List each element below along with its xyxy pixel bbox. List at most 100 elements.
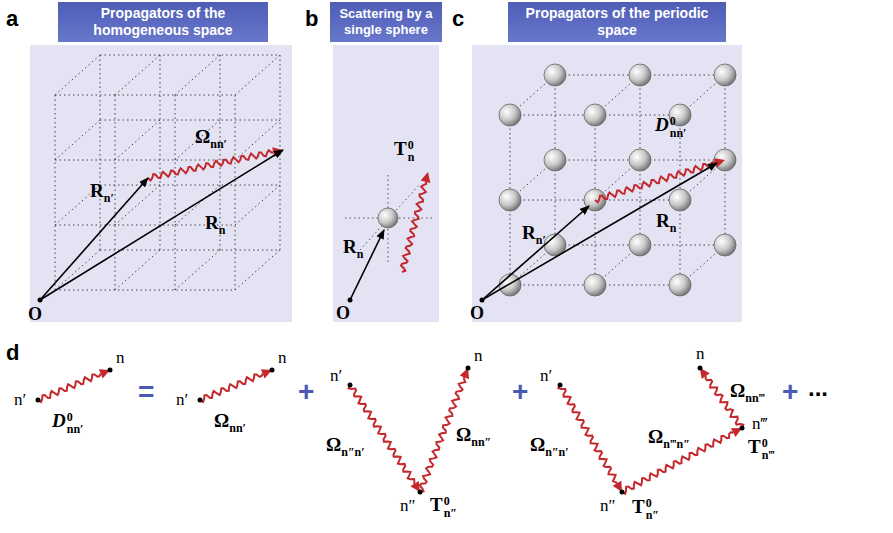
header-text: Scattering by a single sphere bbox=[336, 6, 436, 37]
index-stack: 0n″ bbox=[646, 497, 659, 521]
symbol-label: Ωnn‴ bbox=[730, 380, 765, 406]
symbol-label: T0n bbox=[394, 138, 414, 163]
header-text: Propagators of the homogeneous space bbox=[64, 5, 262, 39]
lattice-line bbox=[55, 250, 100, 290]
lattice-line bbox=[100, 55, 101, 250]
symbol-label: T0n″ bbox=[632, 496, 659, 521]
point-label: ... bbox=[808, 374, 828, 402]
subscript: n″n′ bbox=[341, 445, 364, 459]
lattice-line bbox=[235, 120, 280, 160]
lattice-sphere bbox=[584, 104, 606, 126]
point-label: n′ bbox=[540, 366, 552, 386]
index-stack: 0nn′ bbox=[670, 115, 687, 139]
symbol-letter: T bbox=[430, 494, 443, 515]
lattice-line bbox=[55, 290, 235, 291]
lattice-sphere bbox=[629, 149, 651, 171]
symbol-label: Ωnn′ bbox=[214, 410, 246, 436]
symbol-letter: Ω bbox=[195, 126, 210, 147]
lattice-line bbox=[115, 95, 116, 290]
point-label: n″ bbox=[600, 496, 616, 516]
subscript: n bbox=[408, 151, 415, 163]
point-label: O bbox=[470, 303, 484, 324]
symbol-letter: Ω bbox=[730, 380, 745, 401]
point-label: O bbox=[336, 303, 350, 324]
subscript: n′ bbox=[104, 191, 114, 205]
symbol-letter: T bbox=[748, 436, 761, 457]
superscript: 0 bbox=[408, 139, 415, 151]
subscript: nn′ bbox=[210, 137, 227, 151]
lattice-line bbox=[55, 160, 235, 161]
lattice-sphere bbox=[669, 189, 691, 211]
header-text: Propagators of the periodic space bbox=[514, 5, 720, 39]
superscript: 0 bbox=[646, 497, 659, 509]
sphere bbox=[345, 175, 432, 262]
lattice-line bbox=[100, 250, 280, 251]
panel-header: Scattering by a single sphere bbox=[330, 2, 442, 42]
symbol-label: Rn bbox=[656, 210, 676, 236]
lattice-sphere bbox=[499, 189, 521, 211]
lattice-line bbox=[235, 185, 280, 225]
symbol-label: D0nn′ bbox=[52, 410, 83, 435]
lattice-line bbox=[175, 55, 220, 95]
position-vectors bbox=[40, 150, 717, 300]
subscript: n‴n″ bbox=[663, 437, 690, 451]
wavy-propagator bbox=[595, 162, 715, 202]
symbol-letter: T bbox=[632, 496, 645, 517]
point-label: n bbox=[474, 346, 483, 366]
wavy-propagator bbox=[349, 385, 415, 484]
lattice-line bbox=[100, 55, 280, 56]
subscript: n bbox=[219, 223, 226, 237]
lattice-line bbox=[100, 185, 280, 186]
lattice-sphere bbox=[544, 64, 566, 86]
wavy-propagator bbox=[401, 182, 426, 272]
lattice-line bbox=[235, 55, 280, 95]
symbol-letter: R bbox=[522, 222, 536, 243]
lattice-sphere bbox=[499, 274, 521, 296]
panel-letter: c bbox=[452, 6, 464, 32]
wavy-propagator bbox=[38, 374, 101, 402]
symbol-letter: Ω bbox=[456, 424, 471, 445]
wavy-propagator bbox=[558, 385, 617, 483]
panel-ground bbox=[472, 45, 742, 322]
symbol-label: Rn bbox=[205, 212, 225, 238]
symbol-letter: Ω bbox=[530, 434, 545, 455]
symbol-letter: R bbox=[205, 212, 219, 233]
subscript: n′ bbox=[536, 233, 546, 247]
panel-letter: b bbox=[305, 6, 318, 32]
wavy-propagator bbox=[622, 432, 733, 493]
point-label: n′ bbox=[330, 366, 342, 386]
symbol-label: Ωn″n′ bbox=[530, 434, 569, 460]
panel-letter: a bbox=[6, 6, 18, 32]
subscript: n bbox=[357, 247, 364, 261]
symbol-letter: Ω bbox=[214, 410, 229, 431]
symbol-letter: R bbox=[343, 236, 357, 257]
index-stack: 0nn′ bbox=[67, 411, 84, 435]
lattice-line bbox=[220, 55, 221, 250]
panel-letter: d bbox=[6, 340, 19, 366]
point-label: n bbox=[696, 344, 705, 364]
lattice-line bbox=[115, 250, 160, 290]
superscript: 0 bbox=[762, 437, 775, 449]
lattice-sphere bbox=[714, 234, 736, 256]
point-label: n bbox=[116, 348, 125, 368]
wavy-propagator bbox=[148, 150, 273, 180]
lattice-line bbox=[235, 95, 236, 290]
lattice-sphere bbox=[629, 64, 651, 86]
point-label: n′ bbox=[176, 390, 188, 410]
lattice-line bbox=[55, 95, 235, 96]
subscript: nn‴ bbox=[745, 391, 765, 405]
operator: + bbox=[782, 376, 798, 408]
lattice-sphere bbox=[669, 104, 691, 126]
subscript: nn′ bbox=[67, 423, 84, 435]
symbol-label: Rn bbox=[343, 236, 363, 262]
lattice-line bbox=[115, 55, 160, 95]
panel-header: Propagators of the periodic space bbox=[508, 2, 726, 42]
symbol-letter: R bbox=[656, 210, 670, 231]
operator: = bbox=[138, 376, 154, 408]
operator: + bbox=[512, 376, 528, 408]
subscript: nn″ bbox=[471, 435, 491, 449]
index-stack: 0n‴ bbox=[762, 437, 775, 461]
lattice-line bbox=[55, 95, 56, 290]
index-stack: 0n bbox=[408, 139, 415, 163]
point-label: n′ bbox=[14, 390, 26, 410]
